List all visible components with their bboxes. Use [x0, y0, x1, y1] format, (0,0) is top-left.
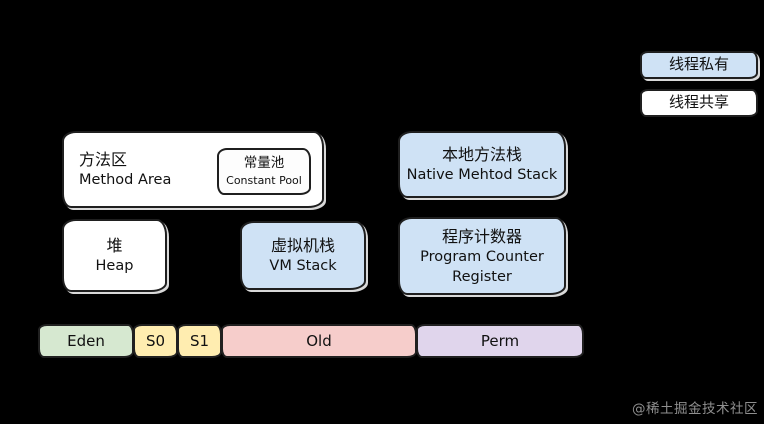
- legend-thread-shared-label: 线程共享: [668, 93, 729, 112]
- heap-label-en: Heap: [95, 258, 134, 275]
- heap-segment-eden: Eden: [38, 324, 134, 358]
- constant-pool-label-zh: 常量池: [243, 155, 285, 172]
- heap-segment-perm-label: Perm: [480, 332, 520, 350]
- legend-thread-shared: 线程共享: [640, 89, 758, 117]
- heap-label-zh: 堆: [106, 236, 123, 256]
- constant-pool-label-en: Constant Pool: [226, 173, 302, 187]
- method-area-label-en: Method Area: [79, 172, 172, 189]
- heap-segment-s1-label: S1: [189, 332, 210, 350]
- legend-thread-private-label: 线程私有: [668, 55, 729, 74]
- watermark-text: @稀土掘金技术社区: [632, 401, 758, 417]
- heap-segment-old-label: Old: [306, 332, 332, 350]
- heap-segment-s0-label: S0: [145, 332, 166, 350]
- vm-stack-box: 虚拟机栈 VM Stack: [240, 221, 366, 290]
- pc-register-label-en: Program Counter Register: [420, 249, 544, 285]
- program-counter-register-box: 程序计数器 Program Counter Register: [398, 217, 566, 295]
- native-method-stack-box: 本地方法栈 Native Mehtod Stack: [398, 131, 566, 198]
- method-area-box: 方法区 Method Area 常量池 Constant Pool: [62, 131, 324, 208]
- heap-box: 堆 Heap: [62, 219, 167, 292]
- legend-thread-private: 线程私有: [640, 51, 758, 79]
- constant-pool-box: 常量池 Constant Pool: [217, 148, 311, 195]
- vm-stack-label-zh: 虚拟机栈: [270, 236, 335, 256]
- method-area-label-zh: 方法区: [79, 150, 128, 170]
- pc-register-label-zh: 程序计数器: [441, 226, 522, 246]
- heap-generations-bar: Eden S0 S1 Old Perm: [38, 324, 584, 358]
- heap-segment-perm: Perm: [416, 324, 584, 358]
- vm-stack-label-en: VM Stack: [269, 258, 337, 275]
- native-method-stack-label-en: Native Mehtod Stack: [406, 167, 558, 184]
- heap-segment-s0: S0: [133, 324, 178, 358]
- heap-segment-eden-label: Eden: [67, 332, 105, 350]
- native-method-stack-label-zh: 本地方法栈: [441, 145, 522, 165]
- heap-segment-s1: S1: [177, 324, 222, 358]
- heap-segment-old: Old: [221, 324, 417, 358]
